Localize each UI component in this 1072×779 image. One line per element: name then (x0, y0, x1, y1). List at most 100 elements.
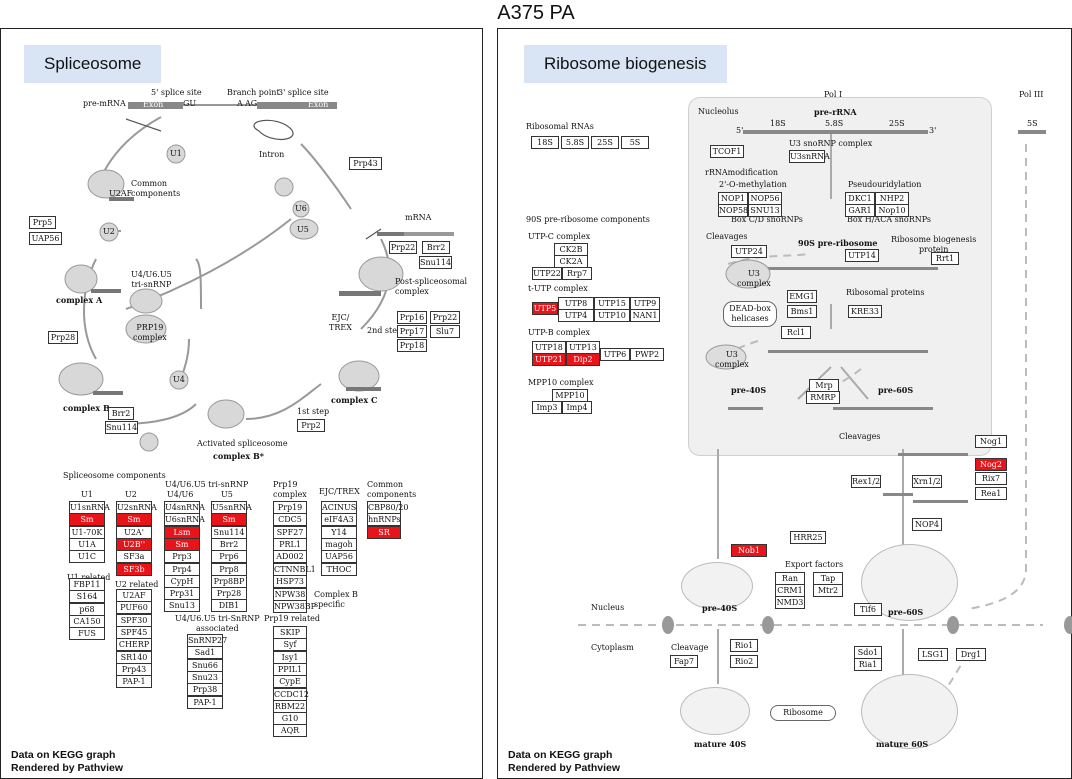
component-u2-rel-3[interactable]: SPF45 (116, 625, 152, 639)
component-u2-rel-4[interactable]: CHERP (116, 638, 152, 652)
gene-ck2b[interactable]: CK2B (554, 243, 588, 256)
component-u5-2[interactable]: Snu114 (211, 525, 247, 539)
component-u2-rel-2[interactable]: SPF30 (116, 613, 152, 627)
gene-prp18[interactable]: Prp18 (397, 339, 427, 352)
component-u46-2[interactable]: Lsm (164, 525, 200, 539)
rrna-box-1[interactable]: 5.8S (561, 136, 589, 149)
component-u1-rel-3[interactable]: CA150 (69, 614, 105, 628)
gene-rcl1[interactable]: Rcl1 (781, 326, 811, 339)
component-assoc-3[interactable]: Snu23 (187, 670, 223, 684)
gene-kre33[interactable]: KRE33 (848, 305, 882, 318)
gene-imp4[interactable]: Imp4 (562, 401, 592, 414)
gene-rio2[interactable]: Rio2 (730, 655, 758, 668)
component-common-2[interactable]: SR (367, 525, 401, 539)
gene-rex12[interactable]: Rex1/2 (851, 475, 881, 488)
gene-utp22[interactable]: UTP22 (532, 267, 562, 280)
gene-ria1[interactable]: Ria1 (854, 658, 882, 671)
rrna-box-0[interactable]: 18S (531, 136, 559, 149)
component-prp19-5[interactable]: CTNNBL1 (273, 562, 316, 576)
component-cbs-0[interactable]: NPW38 (273, 588, 307, 601)
gene-nmd3[interactable]: NMD3 (775, 596, 805, 609)
gene-lsg1[interactable]: LSG1 (918, 648, 948, 661)
gene-mtr2[interactable]: Mtr2 (813, 584, 843, 597)
gene-prp16[interactable]: Prp16 (397, 311, 427, 324)
gene-drg1[interactable]: Drg1 (956, 648, 986, 661)
component-u2-rel-1[interactable]: PUF60 (116, 601, 152, 615)
component-prp19-2[interactable]: SPF27 (273, 525, 307, 539)
gene-tif6[interactable]: Tif6 (854, 603, 882, 616)
component-u1-3[interactable]: U1A (69, 537, 105, 551)
component-u2-3[interactable]: U2B'' (116, 537, 152, 551)
component-prp19-6[interactable]: HSP73 (273, 574, 307, 588)
component-u5-8[interactable]: DIB1 (211, 599, 247, 613)
component-u2-rel-7[interactable]: PAP-1 (116, 675, 152, 689)
gene-rrt1[interactable]: Rrt1 (931, 252, 959, 265)
gene-rea1[interactable]: Rea1 (975, 487, 1007, 500)
gene-snu114-a[interactable]: Snu114 (419, 256, 452, 269)
component-u1-2[interactable]: U1-70K (69, 525, 105, 539)
gene-nog1[interactable]: Nog1 (975, 435, 1007, 448)
gene-rio1[interactable]: Rio1 (730, 639, 758, 652)
component-u2-4[interactable]: SF3a (116, 550, 152, 564)
gene-utp10[interactable]: UTP10 (594, 309, 630, 322)
component-u2-rel-6[interactable]: Prp43 (116, 662, 152, 676)
component-prp19-rel-6[interactable]: RBM22 (273, 699, 307, 713)
gene-xrn12[interactable]: Xrn1/2 (912, 475, 942, 488)
component-u2-5[interactable]: SF3b (116, 562, 152, 576)
gene-slu7[interactable]: Slu7 (430, 325, 460, 338)
component-u1-rel-2[interactable]: p68 (69, 602, 105, 616)
component-prp19-1[interactable]: CDC5 (273, 513, 307, 527)
component-assoc-2[interactable]: Snu66 (187, 658, 223, 672)
component-u2-rel-5[interactable]: SR140 (116, 650, 152, 664)
component-u2-rel-0[interactable]: U2AF (116, 589, 152, 602)
component-u5-1[interactable]: Sm (211, 513, 247, 527)
gene-brr2-a[interactable]: Brr2 (422, 241, 450, 254)
gene-prp22-b[interactable]: Prp22 (430, 311, 460, 324)
component-u46-8[interactable]: Snu13 (164, 599, 200, 613)
gene-nob1[interactable]: Nob1 (731, 544, 767, 557)
component-u1-0[interactable]: U1snRNA (69, 501, 110, 514)
component-assoc-0[interactable]: SnRNP27 (187, 634, 228, 647)
gene-utp6[interactable]: UTP6 (600, 348, 630, 361)
component-u5-7[interactable]: Prp28 (211, 587, 247, 601)
component-prp19-0[interactable]: Prp19 (273, 501, 307, 514)
component-prp19-rel-4[interactable]: CypE (273, 675, 307, 689)
component-ejc-2[interactable]: Y14 (321, 525, 357, 539)
component-assoc-4[interactable]: Prp38 (187, 683, 223, 697)
component-u46-1[interactable]: U6snRNA (164, 513, 205, 527)
gene-tcof1[interactable]: TCOF1 (710, 145, 744, 158)
component-prp19-rel-1[interactable]: Syf (273, 638, 307, 652)
component-u46-5[interactable]: Prp4 (164, 562, 200, 576)
component-u5-0[interactable]: U5snRNA (211, 501, 252, 514)
component-prp19-3[interactable]: PRL1 (273, 537, 307, 551)
gene-dip2[interactable]: Dip2 (566, 353, 600, 366)
gene-prp17[interactable]: Prp17 (397, 325, 427, 338)
component-prp19-rel-7[interactable]: G10 (273, 712, 307, 726)
gene-snu114-b[interactable]: Snu114 (105, 421, 138, 434)
component-u5-4[interactable]: Prp6 (211, 550, 247, 564)
component-assoc-1[interactable]: Sad1 (187, 646, 223, 660)
gene-nop58[interactable]: NOP58 (718, 204, 749, 217)
component-u1-rel-1[interactable]: S164 (69, 590, 105, 604)
gene-prp5[interactable]: Prp5 (29, 216, 56, 229)
component-u1-1[interactable]: Sm (69, 513, 105, 527)
component-prp19-rel-0[interactable]: SKIP (273, 626, 307, 639)
component-ejc-4[interactable]: UAP56 (321, 550, 357, 564)
component-u1-rel-0[interactable]: FBP11 (69, 578, 105, 591)
gene-gar1[interactable]: GAR1 (845, 204, 875, 217)
gene-prp2[interactable]: Prp2 (297, 419, 325, 432)
gene-brr2-b[interactable]: Brr2 (108, 407, 134, 420)
component-u46-3[interactable]: Sm (164, 537, 200, 551)
gene-bms1[interactable]: Bms1 (787, 305, 817, 318)
gene-utp14[interactable]: UTP14 (845, 249, 879, 262)
gene-utp5[interactable]: UTP5 (532, 302, 558, 315)
component-common-0[interactable]: CBP80/20 (367, 501, 409, 514)
gene-rmrp[interactable]: RMRP (806, 391, 840, 404)
gene-hrr25[interactable]: HRR25 (790, 531, 826, 544)
component-u5-5[interactable]: Prp8 (211, 562, 247, 576)
component-u5-6[interactable]: Prp8BP (211, 574, 247, 588)
gene-prp28[interactable]: Prp28 (48, 331, 78, 344)
gene-rrp7[interactable]: Rrp7 (562, 267, 592, 280)
gene-pwp2[interactable]: PWP2 (630, 348, 664, 361)
component-u1-rel-4[interactable]: FUS (69, 627, 105, 641)
